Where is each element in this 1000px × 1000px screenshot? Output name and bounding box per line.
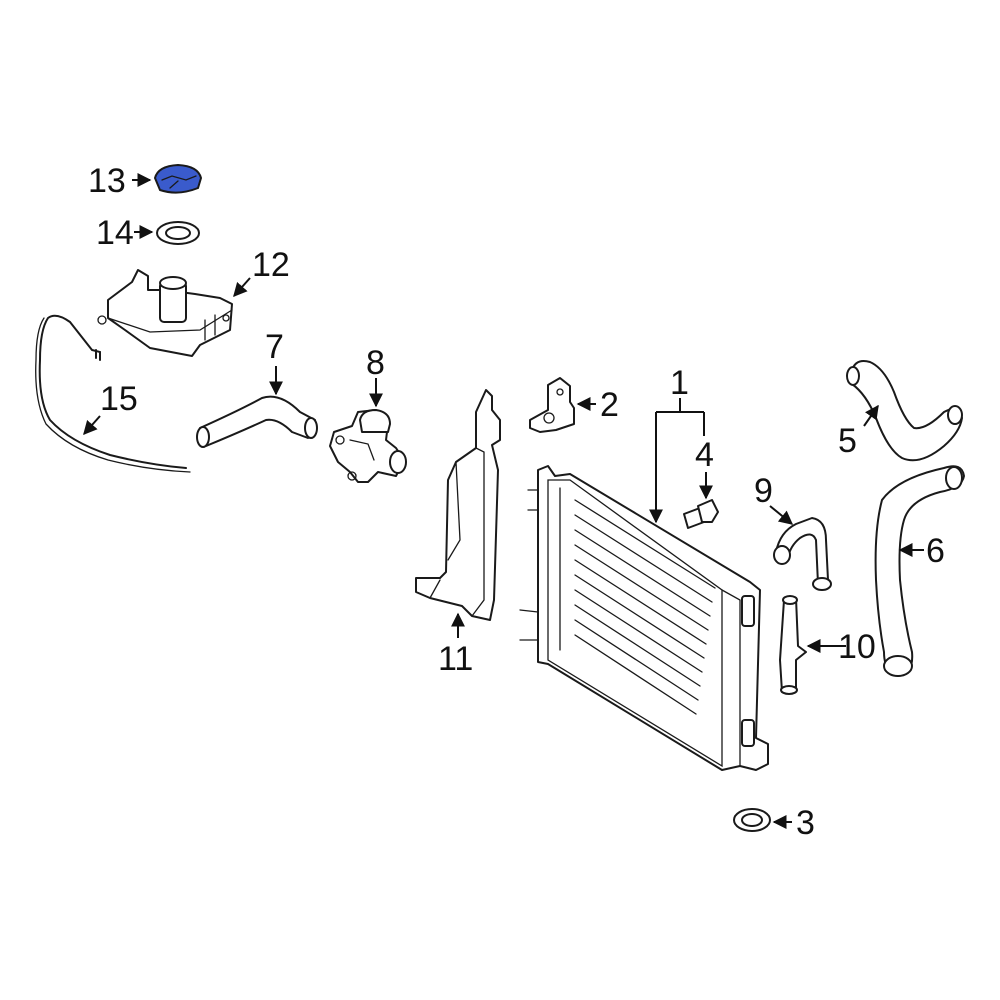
coolant-reservoir-part[interactable] — [97, 269, 233, 357]
callout-14: 14 — [96, 214, 134, 252]
callout-15: 15 — [100, 380, 138, 418]
callout-11: 11 — [438, 640, 473, 678]
drain-plug-part[interactable] — [683, 499, 719, 529]
callout-10: 10 — [838, 628, 876, 666]
overflow-hose-part[interactable] — [35, 314, 191, 473]
cap-seal-ring-part[interactable] — [156, 221, 200, 245]
radiator-hose-part[interactable] — [846, 360, 963, 462]
lower-radiator-hose-part[interactable] — [874, 465, 965, 677]
callout-1: 1 — [670, 364, 689, 402]
callout-6: 6 — [926, 532, 945, 570]
callout-2: 2 — [600, 386, 619, 424]
radiator-bracket-part[interactable] — [529, 377, 575, 433]
callout-5: 5 — [838, 422, 857, 460]
air-deflector-part[interactable] — [415, 389, 501, 621]
leader-lines — [83, 173, 924, 829]
reservoir-cap-part[interactable] — [153, 163, 203, 194]
callout-7: 7 — [265, 328, 284, 366]
bypass-hose-part[interactable] — [773, 517, 832, 591]
callout-9: 9 — [754, 472, 773, 510]
radiator-part[interactable] — [519, 465, 769, 771]
callout-4: 4 — [695, 436, 714, 474]
thermostat-housing-part[interactable] — [329, 409, 407, 483]
callout-13: 13 — [88, 162, 126, 200]
callout-3: 3 — [796, 804, 815, 842]
coolant-pipe-part[interactable] — [779, 595, 807, 695]
upper-radiator-hose-part[interactable] — [196, 395, 318, 448]
callout-12: 12 — [252, 246, 290, 284]
callout-8: 8 — [366, 344, 385, 382]
drain-plug-seal-part[interactable] — [733, 808, 771, 832]
